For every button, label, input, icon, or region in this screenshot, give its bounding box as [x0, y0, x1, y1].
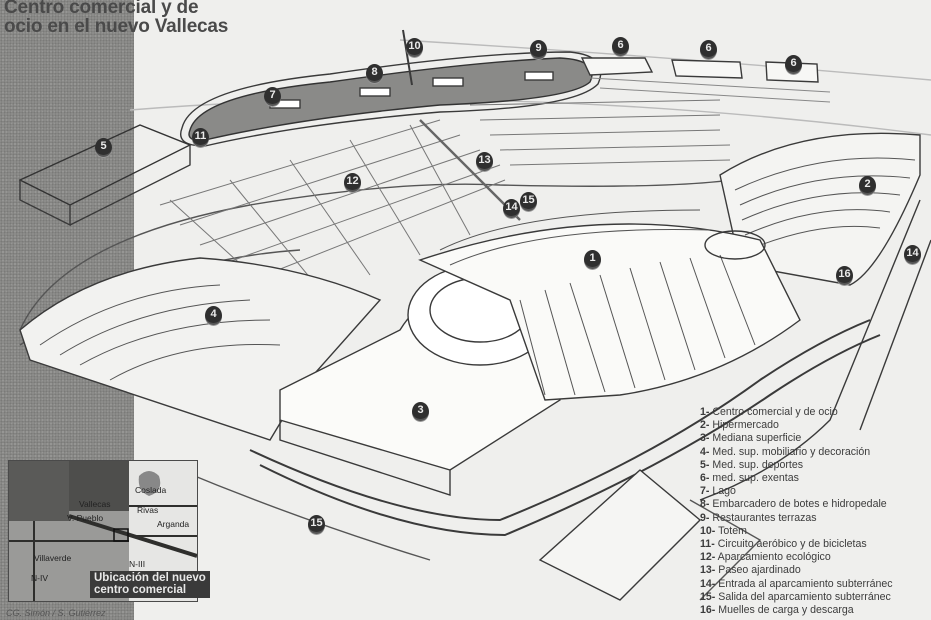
marker-10: 10: [406, 38, 423, 57]
marker-5: 5: [95, 138, 112, 157]
map-label-pueblo: V. Pueblo: [67, 513, 104, 523]
marker-6c: 6: [785, 55, 802, 74]
legend-item: 10- Totem: [700, 524, 747, 537]
legend: 1- Centro comercial y de ocio 2- Hiperme…: [700, 406, 893, 617]
lake-path: [188, 57, 593, 141]
legend-item: 11- Circuito aeróbico y de bicicletas: [700, 538, 867, 551]
legend-item: 6- med. sup. exentas: [700, 472, 799, 485]
marker-1: 1: [584, 250, 601, 269]
marker-11: 11: [192, 128, 209, 147]
marker-7: 7: [264, 87, 281, 106]
legend-item: 4- Med. sup. mobiliario y decoración: [700, 445, 871, 458]
title-line-2: ocio en el nuevo Vallecas: [4, 16, 229, 37]
legend-item: 2- Hipermercado: [700, 419, 779, 432]
marker-4: 4: [205, 306, 222, 325]
title-line-1: Centro comercial y de: [4, 0, 199, 18]
marker-6a: 6: [612, 37, 629, 56]
marker-15a: 15: [520, 192, 537, 211]
marker-14b: 14: [904, 245, 921, 264]
legend-item: 7- Lago: [700, 485, 736, 498]
caption-line-1: Ubicación del nuevo: [94, 572, 206, 584]
map-label-villaverde: Villaverde: [34, 553, 72, 563]
credit: CG. Simón / S. Gutiérrez: [6, 608, 106, 618]
map-label-vallecas: Vallecas: [79, 499, 111, 509]
marker-13: 13: [476, 152, 493, 171]
map-label-n4: N-IV: [31, 573, 48, 583]
infographic-title: Centro comercial y de ocio en el nuevo V…: [4, 0, 228, 36]
minimap-caption: Ubicación del nuevo centro comercial: [90, 571, 210, 598]
legend-item: 14- Entrada al aparcamiento subterránec: [700, 577, 893, 590]
legend-item: 9- Restaurantes terrazas: [700, 511, 817, 524]
legend-item: 8- Embarcadero de botes e hidropedale: [700, 498, 887, 511]
marker-8: 8: [366, 64, 383, 83]
marker-12: 12: [344, 173, 361, 192]
map-label-arganda: Arganda: [157, 519, 190, 529]
legend-item: 15- Salida del aparcamiento subterránec: [700, 590, 891, 603]
legend-item: 12- Aparcamiento ecológico: [700, 551, 831, 564]
marker-14a: 14: [503, 199, 520, 218]
map-label-n3: N-III: [129, 559, 146, 569]
marker-2: 2: [859, 176, 876, 195]
legend-item: 5- Med. sup. deportes: [700, 458, 804, 471]
marker-3: 3: [412, 402, 429, 421]
caption-line-2: centro comercial: [94, 584, 187, 596]
legend-item: 1- Centro comercial y de ocio: [700, 406, 838, 418]
map-label-coslada: Coslada: [135, 485, 167, 495]
map-label-rivas: Rivas: [137, 505, 159, 515]
marker-9: 9: [530, 40, 547, 59]
legend-item: 3- Mediana superficie: [700, 432, 802, 445]
legend-item: 16- Muelles de carga y descarga: [700, 604, 854, 617]
marker-6b: 6: [700, 40, 717, 59]
marker-15b: 15: [308, 515, 325, 534]
marker-16: 16: [836, 266, 853, 285]
legend-item: 13- Paseo ajardinado: [700, 564, 801, 577]
